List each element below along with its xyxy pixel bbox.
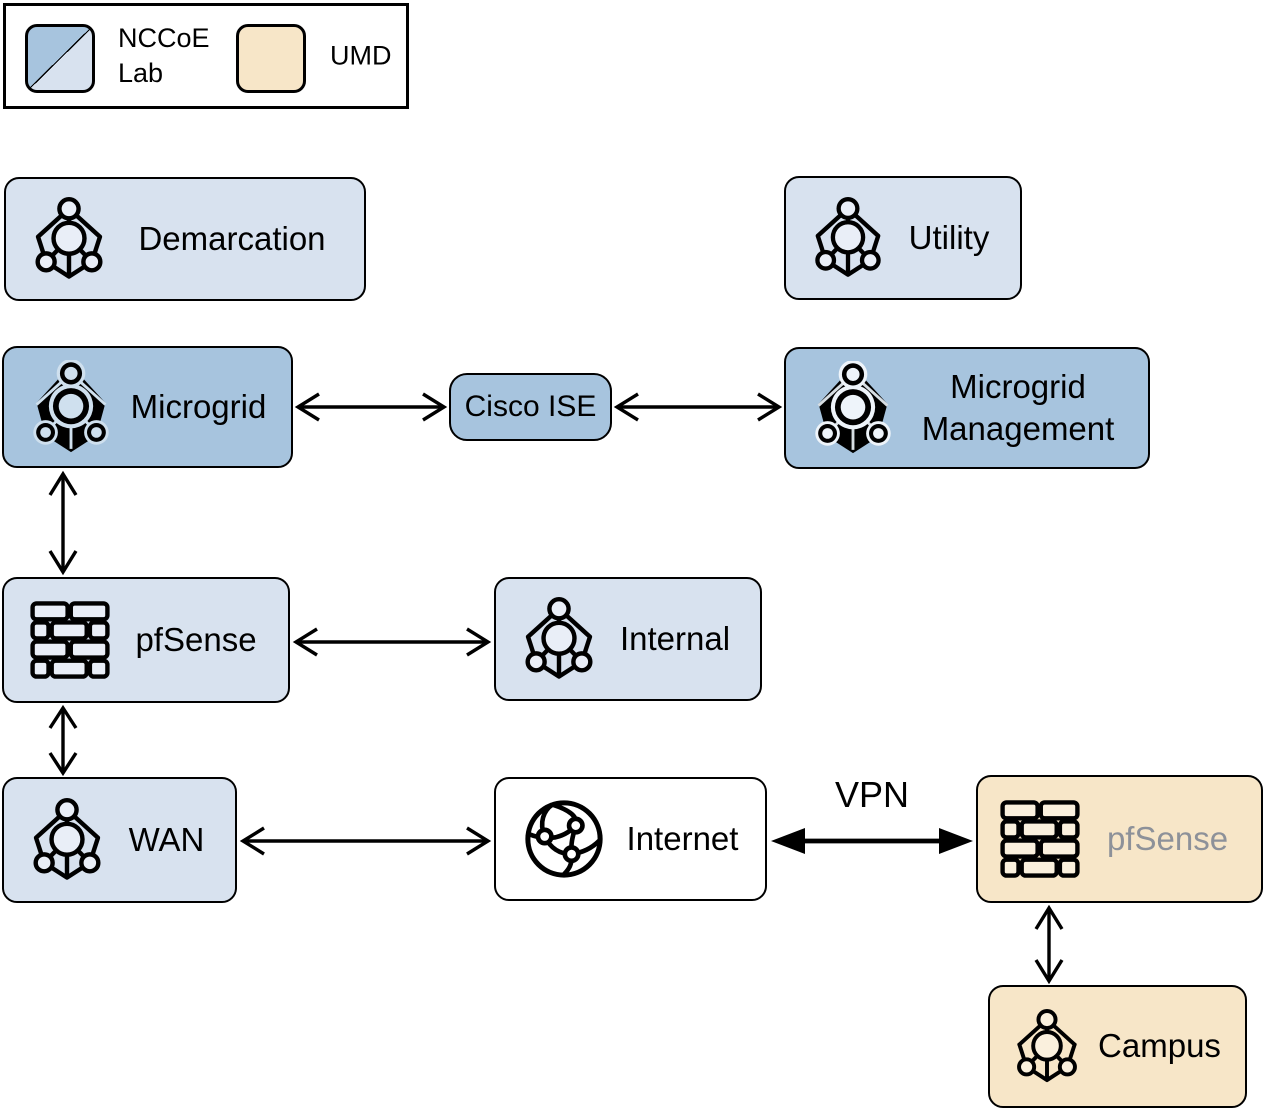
- arrow-ciscoise-management: [613, 392, 783, 422]
- network-icon: [522, 597, 596, 681]
- umd-swatch: [236, 24, 306, 93]
- node-label: Internal: [619, 619, 731, 657]
- node-campus: Campus: [988, 985, 1247, 1108]
- arrow-wan-internet: [239, 826, 492, 856]
- firewall-icon: [30, 601, 110, 679]
- firewall-icon: [1000, 800, 1080, 878]
- node-microgrid: Microgrid: [2, 346, 293, 468]
- node-label: Microgrid Management: [921, 367, 1115, 447]
- arrow-pfsense-internal: [292, 627, 492, 657]
- arrow-microgrid-ciscoise: [294, 392, 448, 422]
- vpn-label: VPN: [834, 774, 910, 815]
- network-icon-solid: [812, 361, 894, 455]
- node-cisco-ise: Cisco ISE: [449, 373, 612, 441]
- network-icon: [1014, 1009, 1080, 1084]
- network-icon: [30, 798, 104, 882]
- node-label: Cisco ISE: [464, 389, 597, 423]
- arrow-microgrid-pfsense: [48, 470, 78, 576]
- node-pfsense-nccoe: pfSense: [2, 577, 290, 703]
- node-label: Campus: [1098, 1027, 1221, 1065]
- node-label: Demarcation: [138, 219, 326, 257]
- node-internal: Internal: [494, 577, 762, 701]
- node-microgrid-management: Microgrid Management: [784, 347, 1150, 469]
- network-icon: [812, 197, 884, 279]
- node-utility: Utility: [784, 176, 1022, 300]
- node-label: Microgrid: [130, 387, 267, 425]
- legend-label-umd: UMD: [330, 40, 392, 71]
- node-label: WAN: [128, 820, 205, 858]
- legend-label-nccoe: NCCoE Lab: [118, 23, 210, 88]
- nccoe-lab-swatch: [25, 24, 95, 93]
- node-label: pfSense: [135, 620, 257, 658]
- network-icon-solid: [30, 360, 112, 454]
- arrow-pfsense-campus: [1034, 905, 1064, 984]
- node-demarcation: Demarcation: [4, 177, 366, 301]
- arrow-vpn-internet-pfsense: [771, 828, 973, 854]
- globe-icon: [522, 797, 606, 881]
- legend: NCCoE Lab UMD: [3, 3, 409, 109]
- node-wan: WAN: [2, 777, 237, 903]
- node-pfsense-umd: pfSense: [976, 775, 1263, 903]
- node-label: pfSense: [1106, 819, 1229, 857]
- arrow-pfsense-wan: [48, 705, 78, 776]
- node-label: Utility: [908, 218, 990, 256]
- network-icon: [32, 197, 106, 281]
- node-internet: Internet: [494, 777, 767, 901]
- node-label: Internet: [626, 819, 739, 857]
